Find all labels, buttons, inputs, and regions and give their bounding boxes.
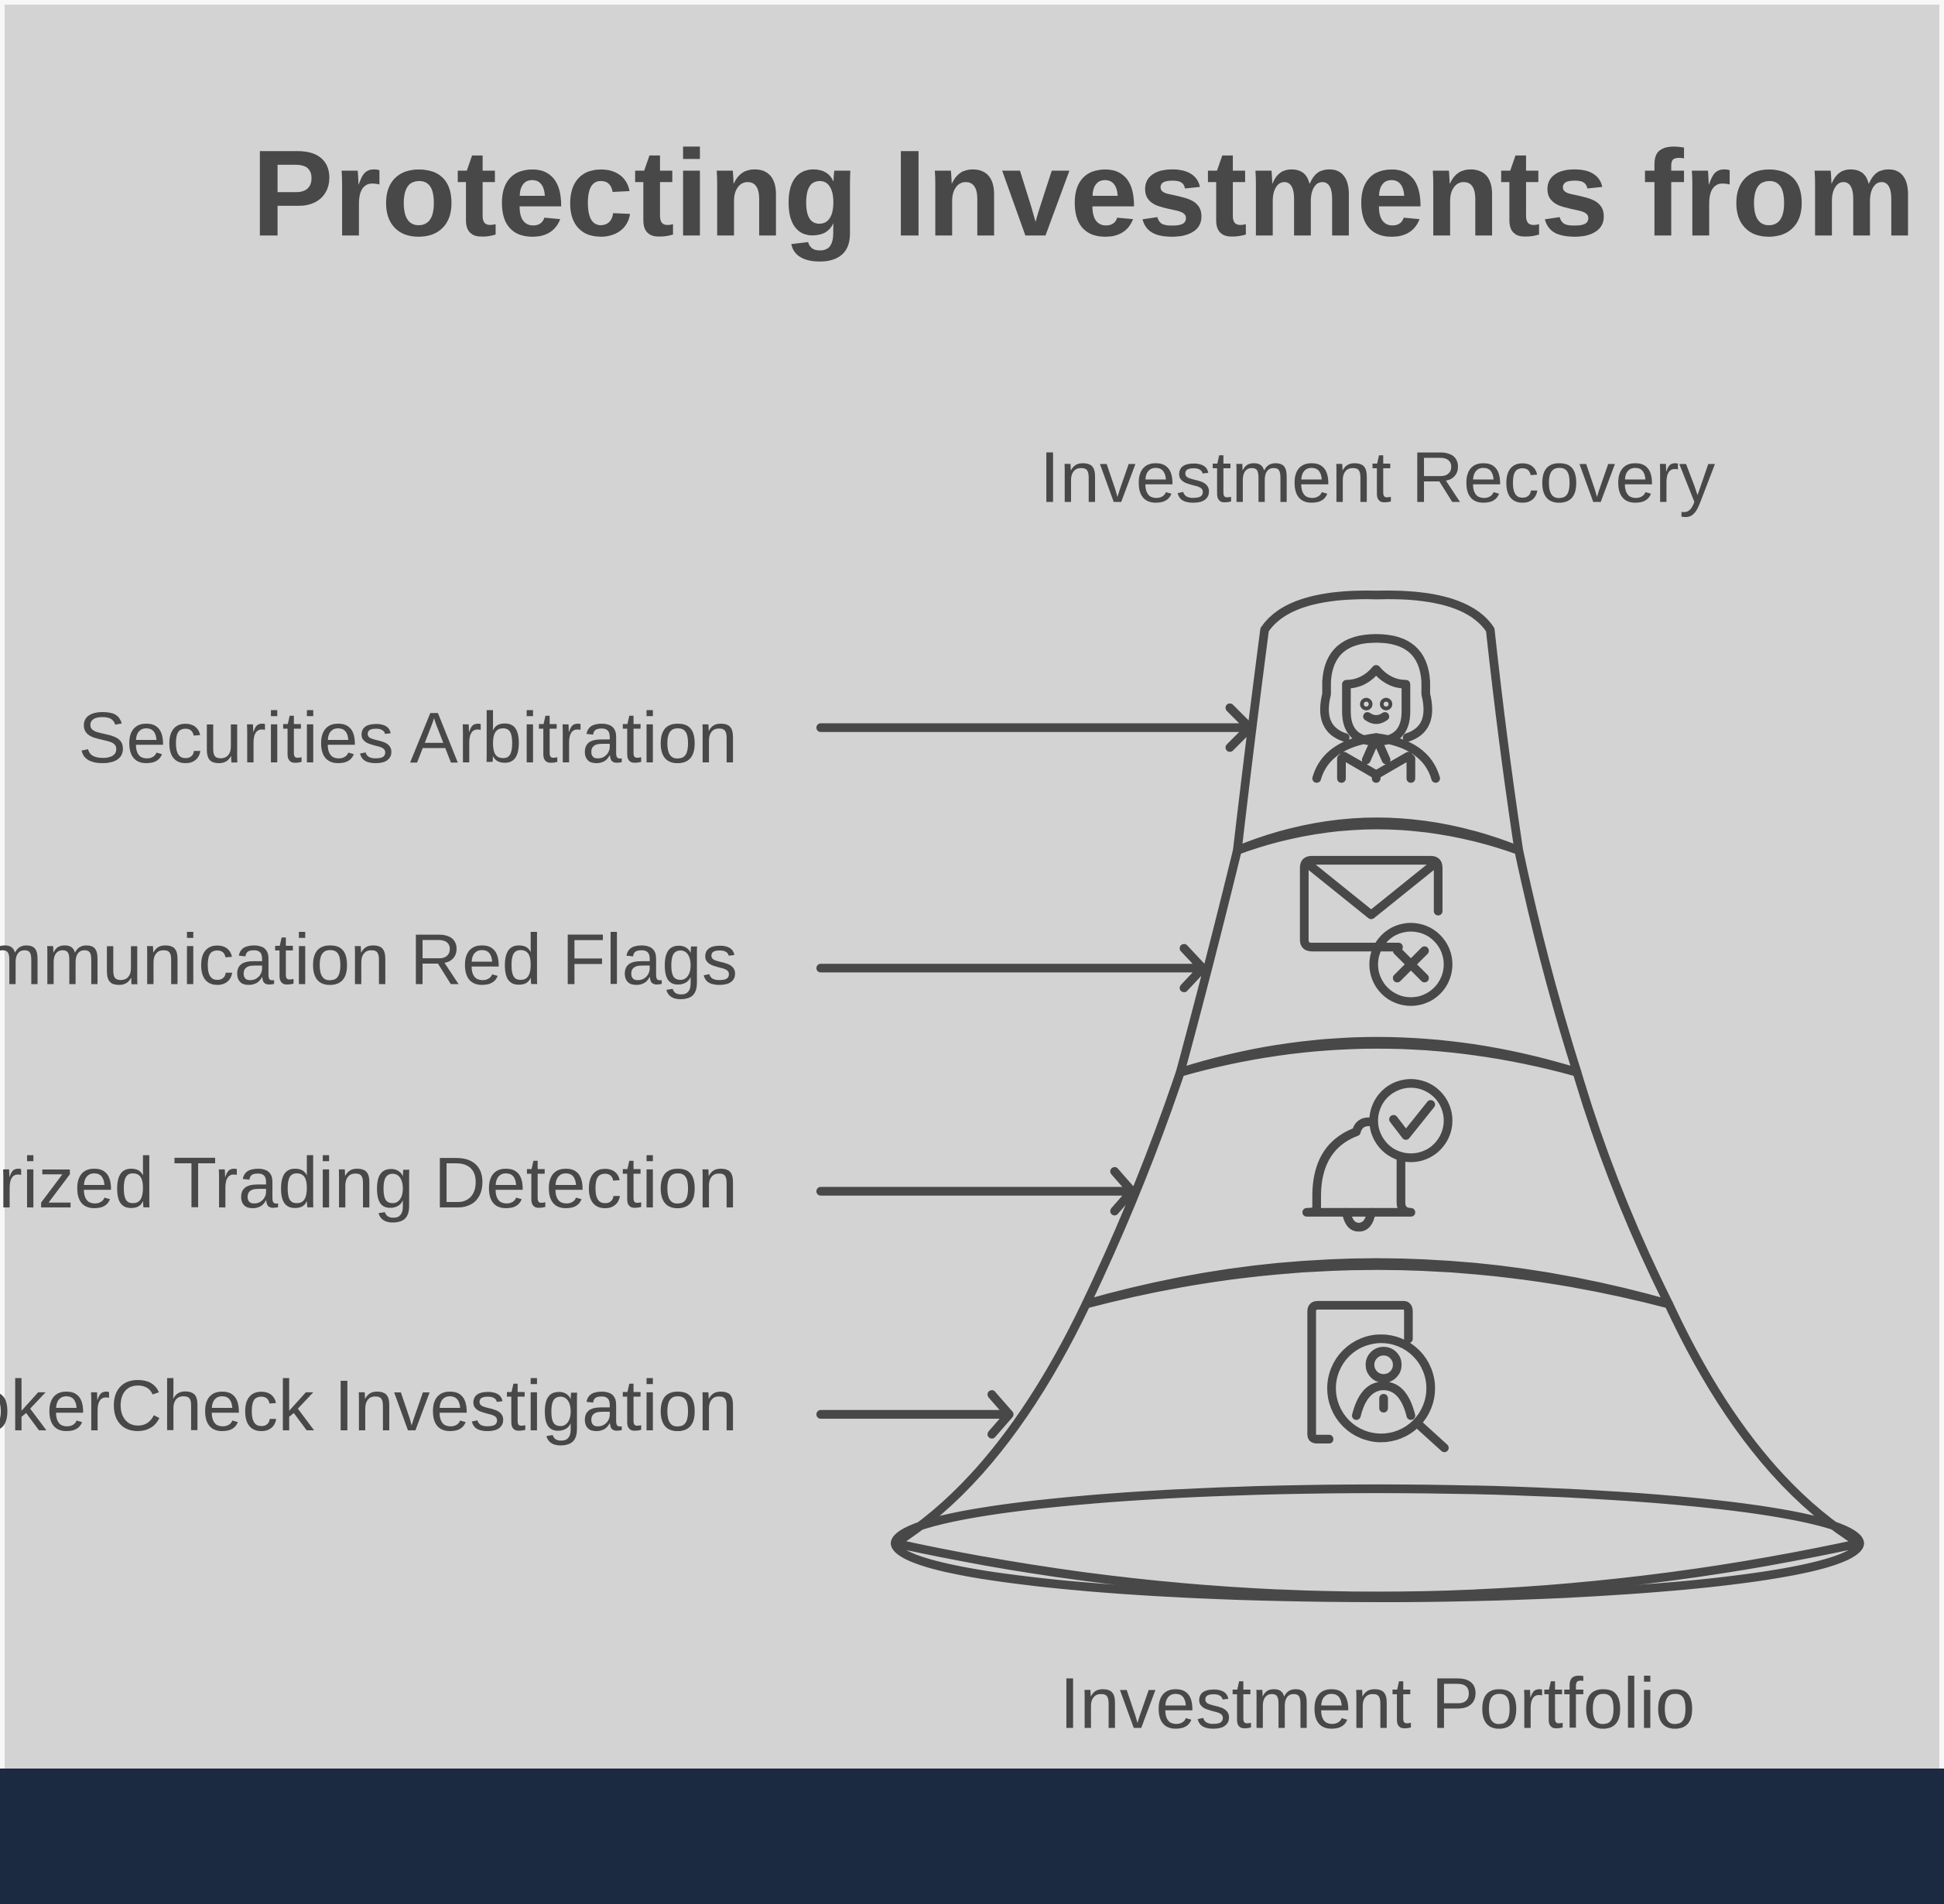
arrow-icon [816, 1390, 1014, 1439]
tier-label-1: Securities Arbitration [78, 697, 738, 778]
mail-x-icon [1299, 855, 1453, 1006]
tier-label-4: BrokerCheck Investigation [0, 1365, 738, 1446]
bottom-label: Investment Portfolio [1059, 1663, 1695, 1744]
page-title: Protecting Investments from Fraud [252, 124, 1944, 262]
funnel-tier-3 [1081, 1036, 1673, 1309]
tier-label-3: Unauthorized Trading Detection [0, 1142, 738, 1223]
funnel-tier-1 [1233, 590, 1524, 855]
arrow-icon [816, 1166, 1137, 1216]
top-label: Investment Recovery [1040, 437, 1716, 518]
tier-row-1: Securities Arbitration [78, 697, 1254, 778]
arrow-icon [816, 943, 1207, 993]
arrow-icon [816, 703, 1254, 752]
tier-row-4: BrokerCheck Investigation [0, 1365, 1014, 1446]
footer-bar [0, 1769, 1944, 1904]
tier-row-2: Communication Red Flags [0, 919, 1207, 1000]
bell-check-icon [1302, 1079, 1453, 1232]
document-person-search-icon [1307, 1300, 1449, 1453]
tier-label-2: Communication Red Flags [0, 919, 738, 1000]
businesswoman-icon [1312, 634, 1440, 783]
funnel-tier-4 [891, 1258, 1864, 1603]
tier-row-3: Unauthorized Trading Detection [0, 1142, 1137, 1223]
